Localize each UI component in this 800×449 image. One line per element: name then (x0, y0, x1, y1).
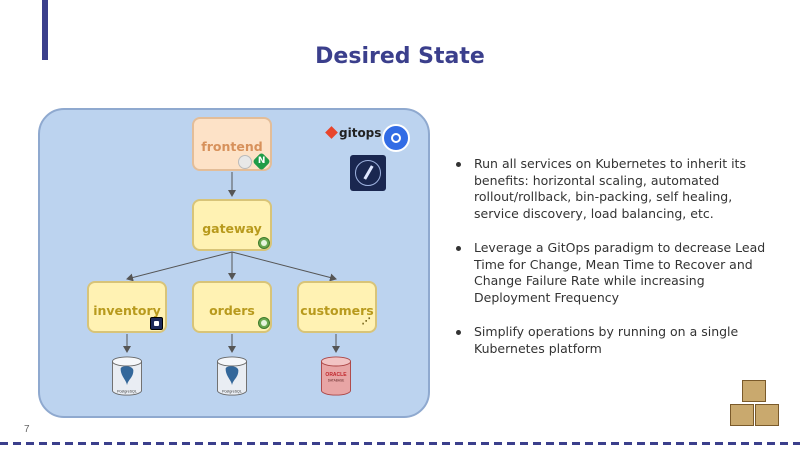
customers-node: customers ⋰ (297, 281, 377, 333)
kubernetes-icon (382, 124, 410, 152)
postgres-label: PostgreSQL (222, 389, 242, 393)
nginx-icon: N (252, 152, 271, 171)
accent-bar (42, 0, 48, 60)
orders-node: orders (192, 281, 272, 333)
gitops-logo: gitops (325, 126, 382, 140)
bullet-item: Leverage a GitOps paradigm to decrease L… (454, 240, 772, 306)
postgres-label: PostgreSQL (117, 389, 137, 393)
gitops-label: gitops (339, 126, 382, 140)
oracle-label: ORACLE (325, 372, 347, 378)
spring-icon (258, 317, 270, 329)
slide-number: 7 (24, 424, 30, 435)
slide-title: Desired State (315, 44, 485, 69)
footer-dashed-line (0, 442, 800, 445)
node-js-icon (238, 155, 252, 169)
spring-icon (258, 237, 270, 249)
oracle-sublabel: DATABASE (328, 378, 344, 382)
customers-label: customers (300, 303, 374, 318)
postgres-db-inventory: PostgreSQL (112, 356, 142, 396)
pulumi-icon (350, 155, 386, 191)
orders-label: orders (209, 303, 255, 318)
postgres-db-orders: PostgreSQL (217, 356, 247, 396)
helidon-icon: ⋰ (361, 317, 371, 327)
micronaut-icon (150, 317, 163, 330)
bullet-list: Run all services on Kubernetes to inheri… (454, 156, 772, 375)
edge-gateway-inventory (126, 251, 233, 282)
edge-gateway-customers (231, 251, 337, 282)
gateway-label: gateway (202, 221, 262, 236)
inventory-node: inventory (87, 281, 167, 333)
inventory-label: inventory (93, 303, 161, 318)
oracle-db-customers: ORACLE DATABASE (321, 356, 351, 396)
bullet-item: Run all services on Kubernetes to inheri… (454, 156, 772, 222)
bullet-item: Simplify operations by running on a sing… (454, 324, 772, 357)
frontend-label: frontend (201, 139, 263, 154)
frontend-node: frontend N (192, 117, 272, 171)
gateway-node: gateway (192, 199, 272, 251)
